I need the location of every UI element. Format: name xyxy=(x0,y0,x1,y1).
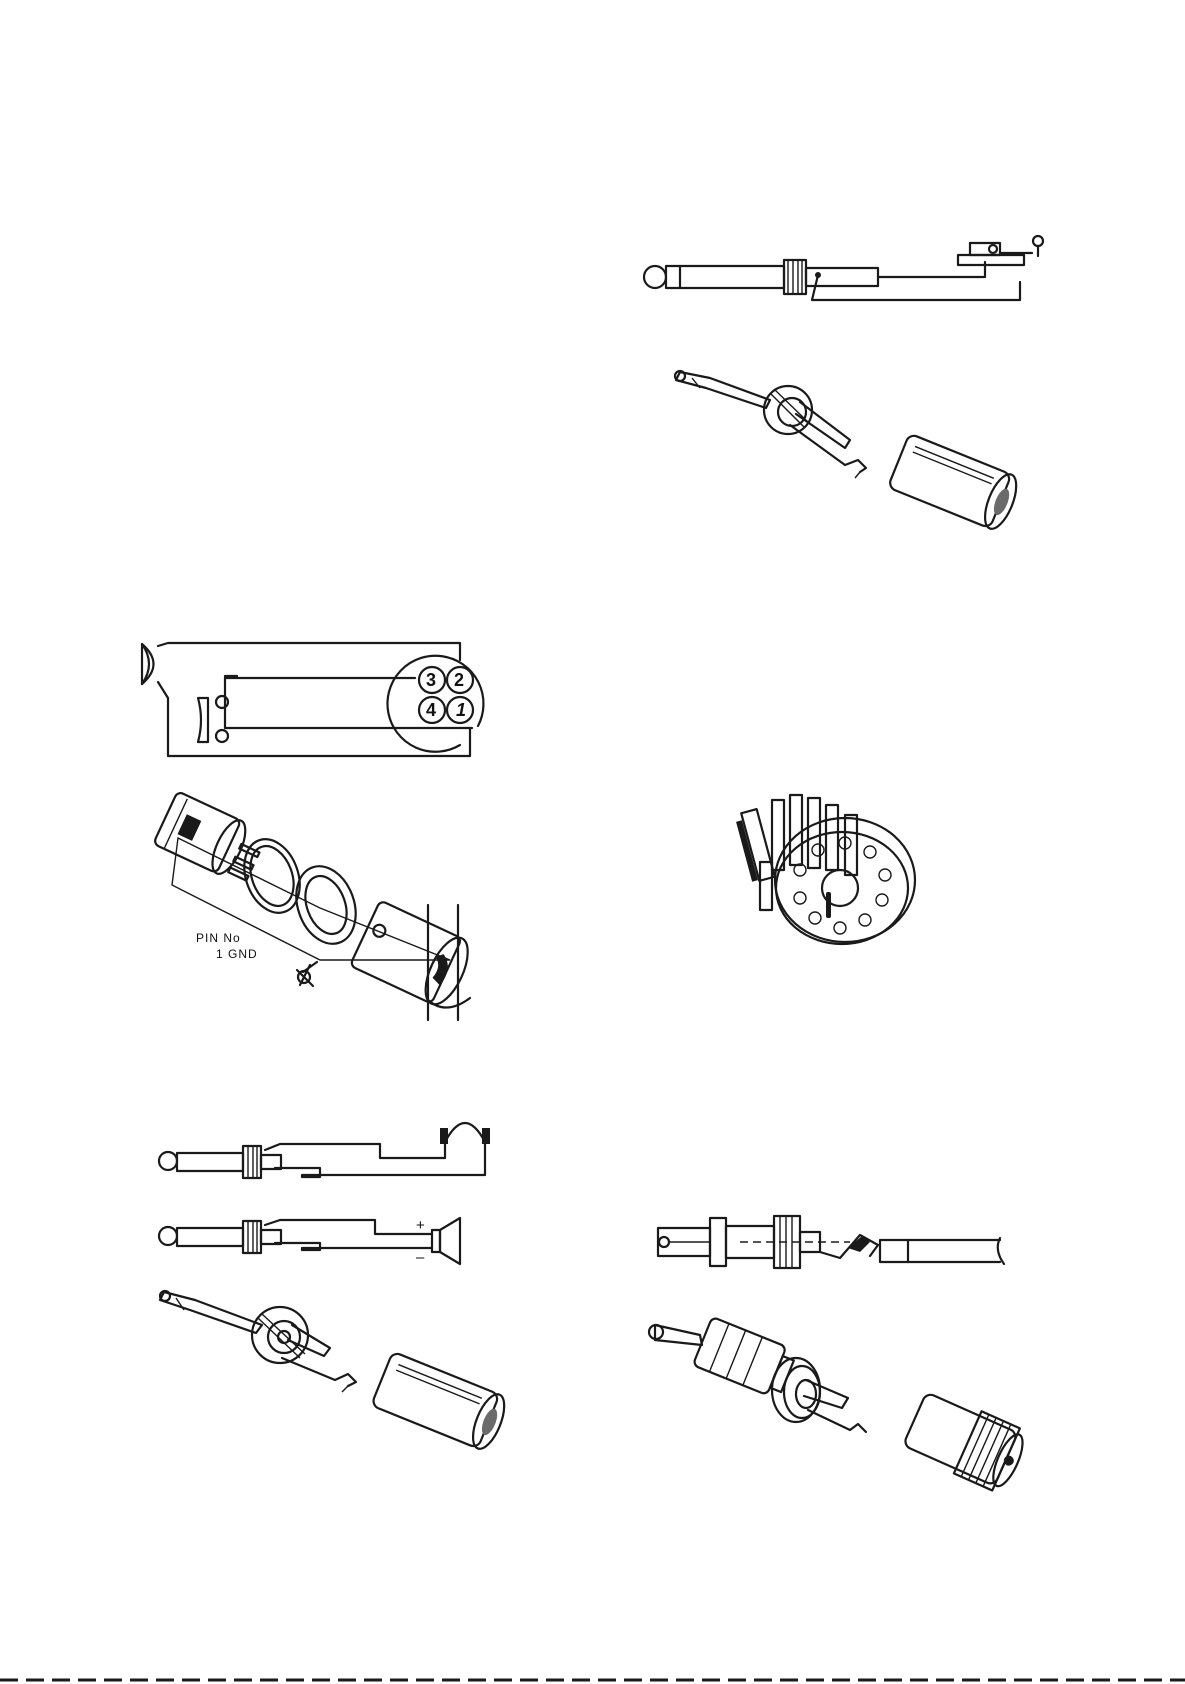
speaker-minus-label: – xyxy=(416,1249,425,1266)
din-pin-2-label: 2 xyxy=(454,670,464,690)
jack-plug-exploded-view-top xyxy=(675,371,1023,533)
jack-to-headphone-schematic xyxy=(159,1123,490,1178)
din-pin-3-label: 3 xyxy=(426,670,436,690)
phono-plug-exploded-view xyxy=(649,1317,1031,1496)
jack-to-cartridge-schematic xyxy=(644,236,1043,300)
phono-plug-schematic xyxy=(658,1216,1004,1268)
octal-valve-base-illustration xyxy=(736,795,915,944)
din-connector-schematic: 3 2 4 1 xyxy=(142,643,483,756)
din-pin-1-label: 1 xyxy=(456,700,466,720)
pin-table-row: 1 GND xyxy=(216,947,258,961)
jack-plug-exploded-view-bottom xyxy=(160,1291,511,1453)
jack-to-speaker-schematic: + – xyxy=(159,1217,460,1266)
speaker-plus-label: + xyxy=(416,1217,425,1234)
din-pin-4-label: 4 xyxy=(426,700,436,720)
din-plug-exploded-view: PIN No 1 GND xyxy=(153,791,476,1020)
pin-table-header: PIN No xyxy=(196,931,241,945)
